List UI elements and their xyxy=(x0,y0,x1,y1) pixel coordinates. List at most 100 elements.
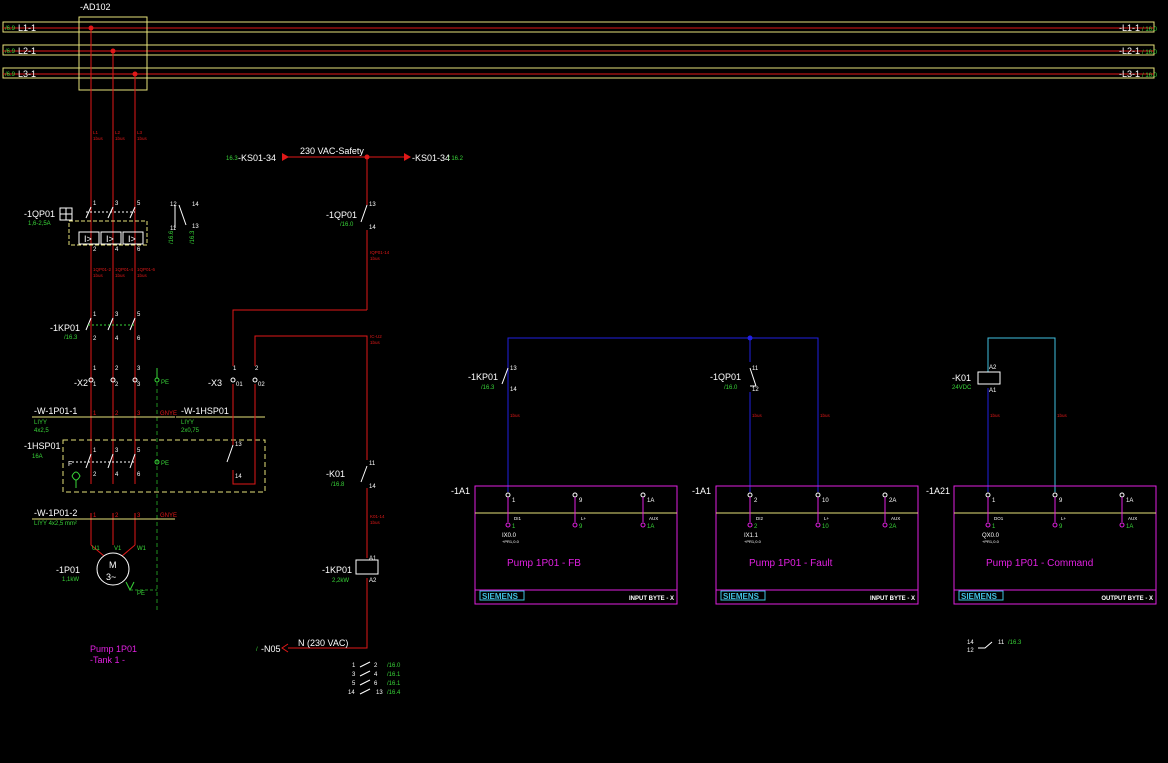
safety-left-ref: 16.3 xyxy=(226,156,238,162)
hsp01-contacts[interactable] xyxy=(71,453,136,488)
control-wires xyxy=(232,157,368,649)
hsp01-term-6: 6 xyxy=(137,472,141,478)
plc0-b3: 1A xyxy=(647,524,654,530)
hsp01-box[interactable] xyxy=(62,439,266,493)
wire-tag-k01c: K01-14 xyxy=(370,514,385,519)
hsp01-pe: PE xyxy=(161,461,169,467)
qp01-right-14: 14 xyxy=(369,225,376,231)
qp01-aux-contacts[interactable] xyxy=(174,204,187,228)
bus-ref-l3-left: /6.9 xyxy=(5,72,16,78)
plc2-t3: 1A xyxy=(1126,498,1133,504)
n05-tag: -N05 xyxy=(261,644,281,654)
junction-l2 xyxy=(110,48,116,54)
qp01-term-1: 1 xyxy=(93,201,97,207)
plc0-s1: DI1 xyxy=(514,516,522,521)
plc2-b3: 1A xyxy=(1126,524,1133,530)
wire-tag-k01b-bus: 1bus xyxy=(370,340,381,345)
wire-tag-a3: 1QP01-6 xyxy=(137,267,156,272)
bus-label-l1-left: L1-1 xyxy=(18,23,36,33)
k01-contact-ref: 14 12 11 /16.3 xyxy=(967,640,1022,654)
wire-tag-l2: L2 xyxy=(115,130,121,135)
kp01-contactor[interactable] xyxy=(85,317,136,331)
hsp01-aux-14: 14 xyxy=(235,474,242,480)
busbar-l1[interactable] xyxy=(2,21,1155,33)
plc0-t1: 1 xyxy=(512,498,516,504)
plc1-s2: L+ xyxy=(824,516,830,521)
plc-k01-a1: A1 xyxy=(989,388,997,394)
qp01-term-4: 4 xyxy=(115,247,119,253)
phase-wires xyxy=(90,28,136,545)
wire-tag-l1: L1 xyxy=(93,130,99,135)
plc-wire-tag-3: 1bus xyxy=(820,413,831,418)
plc2-b2: 9 xyxy=(1059,524,1063,530)
kp01-ref: /16.3 xyxy=(64,335,78,341)
plc-wire-tag-5: 1bus xyxy=(1057,413,1068,418)
cl-2-ref: /16.1 xyxy=(387,681,401,687)
plc-module-1[interactable]: -1A1 2 10 2A DI2 L+ AUX 2 10 2A IX1.1 +P… xyxy=(692,485,919,605)
hsp01-term-2: 2 xyxy=(93,472,97,478)
qp01-tag: -1QP01 xyxy=(24,209,55,219)
k01-coil-wire xyxy=(987,337,1056,492)
cable1-core-2: 2 xyxy=(115,411,119,417)
motor-tag: -1P01 xyxy=(56,565,80,575)
k01-term-14: 14 xyxy=(369,484,376,490)
plc1-addr: IX1.1 xyxy=(744,533,759,539)
x2-terminals[interactable] xyxy=(88,377,160,383)
busbar-l2[interactable] xyxy=(2,44,1155,56)
cl-2-a: 5 xyxy=(352,681,356,687)
qp01-term-2: 2 xyxy=(93,247,97,253)
hsp01-term-5: 5 xyxy=(137,448,141,454)
qp01-aux-12: 12 xyxy=(170,202,177,208)
plc-qp01-11: 11 xyxy=(752,366,759,372)
kp01-coil[interactable] xyxy=(355,559,379,575)
qp01-right-contact[interactable] xyxy=(360,204,368,223)
wire-tag-a3-bus: 1bus xyxy=(137,273,148,278)
x3-term-01: 01 xyxy=(236,382,243,388)
plc2-addr-sub: +PR1,0.0 xyxy=(982,539,1000,544)
plc-k01-coil[interactable] xyxy=(977,371,1001,385)
hsp01-aux-contact[interactable] xyxy=(226,444,234,463)
kp01-coil-tag: -1KP01 xyxy=(322,565,352,575)
plc-module-2[interactable]: -1A21 1 9 1A DO1 L+ AUX 1 9 1A QX0.0 +PR… xyxy=(926,485,1157,605)
plc-qp01-ref: /16.0 xyxy=(724,385,738,391)
cable1-gnye: GNYE xyxy=(160,411,177,417)
qp01-rating: 1,6-2,5A xyxy=(28,221,51,227)
plc-kp01-contact[interactable] xyxy=(501,367,509,385)
cable3-core-3: 3 xyxy=(137,513,141,519)
qp01-term-5: 5 xyxy=(137,201,141,207)
plc1-addr-sub: +PR1,0.0 xyxy=(744,539,762,544)
plc-k01-rating: 24VDC xyxy=(952,385,972,391)
k01-ref: /16.8 xyxy=(331,482,345,488)
plc0-title: Pump 1P01 - FB xyxy=(507,558,581,569)
qp01-breaker[interactable]: I> I> I> xyxy=(59,206,148,246)
plc1-byte: INPUT BYTE - X xyxy=(870,596,915,602)
cable3-core-1: 1 xyxy=(93,513,97,519)
plc-module-0[interactable]: -1A1 1 9 1A DI1 L+ AUX 1 9 1A IX0.0 +PR1… xyxy=(451,485,678,605)
plc1-t3: 2A xyxy=(889,498,896,504)
k01-contact[interactable] xyxy=(360,465,368,483)
cl-3-b: 13 xyxy=(376,690,383,696)
kp01-term-1: 1 xyxy=(93,312,97,318)
cl-0-ref: /16.0 xyxy=(387,663,401,669)
plc2-title: Pump 1P01 - Command xyxy=(986,558,1093,569)
plc0-s2: L+ xyxy=(581,516,587,521)
qp01-aux-ref-a: /16.6 xyxy=(169,230,175,244)
k01-tag: -K01 xyxy=(326,469,345,479)
plc2-s1: DO1 xyxy=(994,516,1004,521)
bus-label-l3-left: L3-1 xyxy=(18,69,36,79)
bus-label-l2-left: L2-1 xyxy=(18,46,36,56)
busbar-l3[interactable] xyxy=(2,67,1155,79)
x3-terminals[interactable] xyxy=(230,377,258,383)
qp01-term-6: 6 xyxy=(137,247,141,253)
cable1-type: LIYY xyxy=(34,420,47,426)
k01-cr-c: 11 xyxy=(998,640,1005,646)
plc2-s3: AUX xyxy=(1128,516,1137,521)
plc-wire-tag-2: 1bus xyxy=(752,413,763,418)
bus-ref-l2-right: / 16.0 xyxy=(1142,50,1158,56)
pump-location: -Tank 1 - xyxy=(90,655,125,665)
plc-qp01-contact[interactable] xyxy=(749,367,757,387)
x3-term-02: 02 xyxy=(258,382,265,388)
plc2-tag: -1A21 xyxy=(926,486,950,496)
wire-tag-a2: 1QP01-4 xyxy=(115,267,134,272)
motor-1p01[interactable]: M 3~ xyxy=(90,544,157,592)
